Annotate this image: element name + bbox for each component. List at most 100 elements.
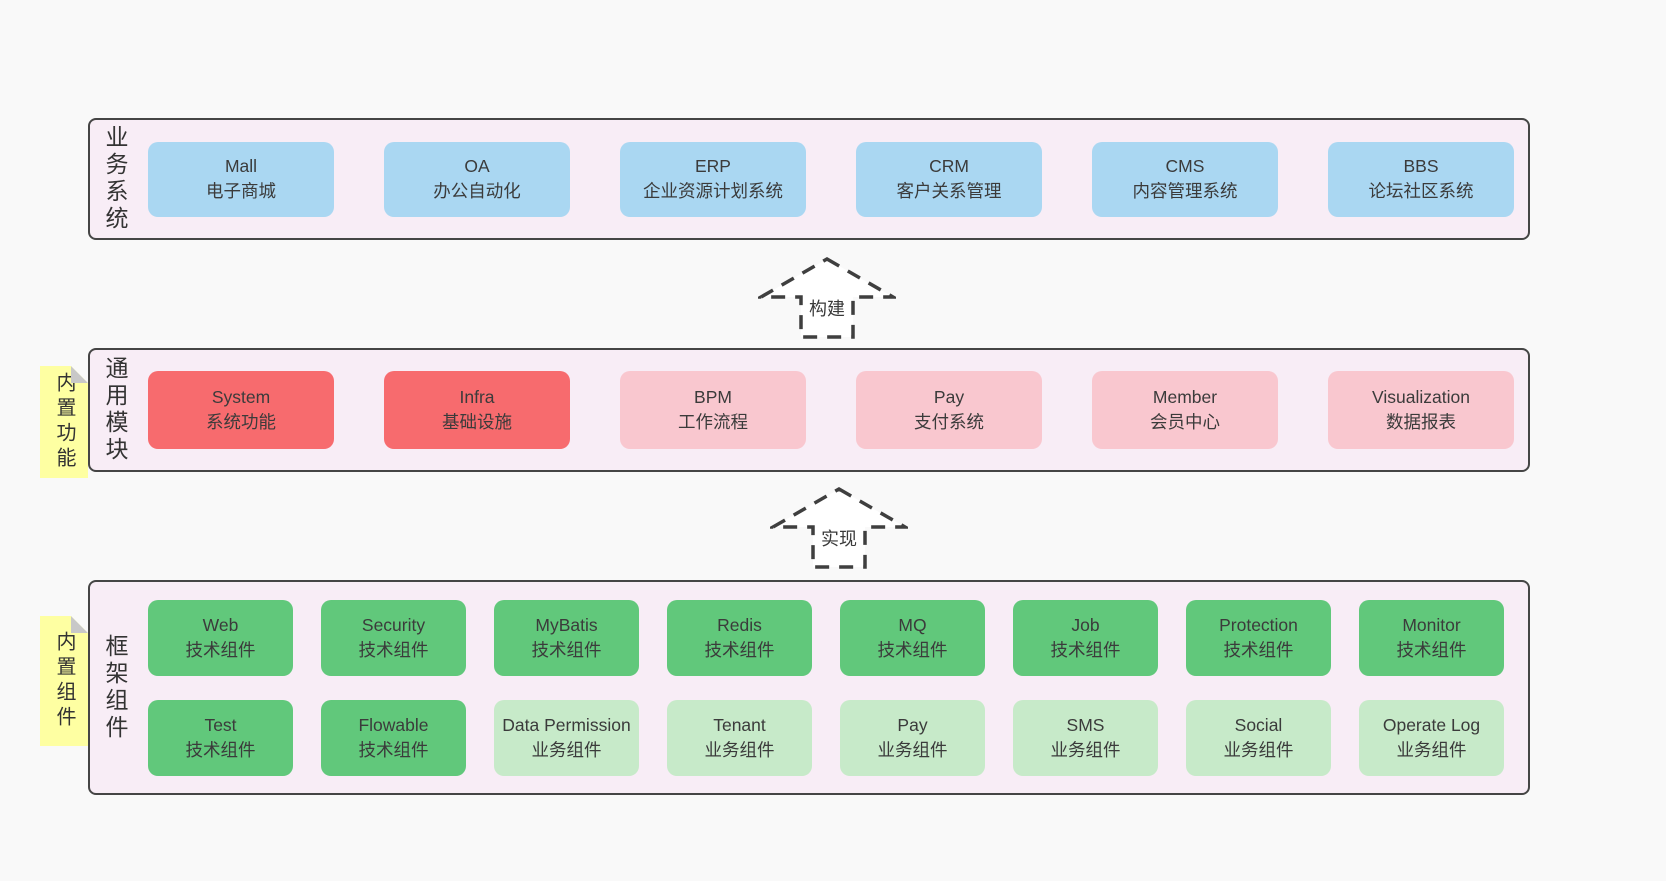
box-subtitle: 内容管理系统 (1132, 181, 1238, 201)
box-job: Job 技术组件 (1013, 599, 1158, 676)
box-title: BBS (1403, 156, 1439, 177)
business-boxes: Mall 电子商城 OA 办公自动化 ERP 企业资源计划系统 CRM 客户关系… (148, 141, 1514, 217)
up-arrow-shape (770, 486, 908, 569)
box-subtitle: 技术组件 (358, 739, 429, 760)
box-bpm: BPM 工作流程 (620, 371, 806, 449)
box-protection: Protection 技术组件 (1186, 599, 1331, 676)
box-title: Job (1071, 614, 1100, 635)
note-fold-corner (71, 616, 88, 633)
box-title: Tenant (713, 714, 766, 735)
framework-boxes: Web 技术组件 Security 技术组件 MyBatis 技术组件 Redi… (148, 599, 1504, 776)
box-subtitle: 业务组件 (1396, 739, 1467, 760)
box-operate-log: Operate Log 业务组件 (1359, 699, 1504, 776)
box-title: Member (1152, 387, 1218, 408)
box-title: Infra (459, 387, 495, 408)
box-subtitle: 支付系统 (914, 412, 984, 432)
box-subtitle: 业务组件 (531, 739, 602, 760)
box-subtitle: 会员中心 (1150, 412, 1220, 432)
arrow-label: 实现 (821, 529, 857, 549)
box-subtitle: 业务组件 (1223, 739, 1294, 760)
layer-label: 业务系统 (102, 125, 128, 233)
box-oa: OA 办公自动化 (384, 141, 570, 217)
box-redis: Redis 技术组件 (667, 599, 812, 676)
dashed-up-arrow-implement: 实现 (770, 486, 908, 569)
box-title: CMS (1165, 156, 1205, 177)
box-mybatis: MyBatis 技术组件 (494, 599, 639, 676)
box-subtitle: 基础设施 (442, 412, 512, 432)
box-system: System 系统功能 (148, 371, 334, 449)
arrow-label: 构建 (809, 299, 845, 319)
box-title: Flowable (358, 714, 429, 735)
box-social: Social 业务组件 (1186, 699, 1331, 776)
box-title: Pay (897, 714, 928, 735)
box-subtitle: 电子商城 (206, 181, 276, 201)
box-title: Test (204, 714, 237, 735)
box-visualization: Visualization 数据报表 (1328, 371, 1514, 449)
box-crm: CRM 客户关系管理 (856, 141, 1042, 217)
box-pay-system: Pay 支付系统 (856, 371, 1042, 449)
sticky-note-label: 内置功能 (53, 372, 75, 472)
box-title: Security (361, 614, 426, 635)
box-subtitle: 业务组件 (877, 739, 948, 760)
box-sms: SMS 业务组件 (1013, 699, 1158, 776)
box-subtitle: 客户关系管理 (896, 181, 1002, 201)
box-title: System (211, 387, 271, 408)
box-subtitle: 技术组件 (185, 639, 256, 660)
box-subtitle: 数据报表 (1386, 412, 1456, 432)
box-flowable: Flowable 技术组件 (321, 699, 466, 776)
box-title: CRM (929, 156, 969, 177)
layer-business-systems: 业务系统 Mall 电子商城 OA 办公自动化 ERP 企业资源计划系统 CRM… (88, 118, 1530, 240)
box-title: Web (202, 614, 239, 635)
box-subtitle: 技术组件 (1396, 639, 1467, 660)
sticky-note-built-in-functions: 内置功能 (40, 366, 88, 478)
box-subtitle: 工作流程 (678, 412, 748, 432)
box-title: OA (464, 156, 490, 177)
box-tenant: Tenant 业务组件 (667, 699, 812, 776)
layer-framework-components: 框架组件 Web 技术组件 Security 技术组件 MyBatis 技术组件… (88, 580, 1530, 795)
layer-label: 通用模块 (102, 356, 128, 464)
box-title: BPM (694, 387, 732, 408)
box-subtitle: 业务组件 (1050, 739, 1121, 760)
box-test: Test 技术组件 (148, 699, 293, 776)
box-subtitle: 技术组件 (1050, 639, 1121, 660)
box-title: Monitor (1402, 614, 1461, 635)
box-cms: CMS 内容管理系统 (1092, 141, 1278, 217)
box-subtitle: 技术组件 (877, 639, 948, 660)
box-title: MQ (898, 614, 927, 635)
box-member: Member 会员中心 (1092, 371, 1278, 449)
box-subtitle: 技术组件 (531, 639, 602, 660)
box-title: Visualization (1372, 387, 1470, 408)
box-title: Social (1234, 714, 1283, 735)
layer-label: 框架组件 (102, 633, 128, 742)
box-subtitle: 技术组件 (1223, 639, 1294, 660)
box-title: Mall (224, 156, 258, 177)
note-fold-corner (71, 366, 88, 383)
box-web: Web 技术组件 (148, 599, 293, 676)
box-title: Redis (717, 614, 762, 635)
box-subtitle: 办公自动化 (433, 181, 521, 201)
box-subtitle: 技术组件 (704, 639, 775, 660)
box-subtitle: 企业资源计划系统 (643, 181, 783, 201)
box-security: Security 技术组件 (321, 599, 466, 676)
layer-common-modules: 通用模块 System 系统功能 Infra 基础设施 BPM 工作流程 Pay… (88, 348, 1530, 472)
box-title: Pay (933, 387, 965, 408)
box-pay-component: Pay 业务组件 (840, 699, 985, 776)
box-title: Data Permission (502, 714, 631, 735)
box-infra: Infra 基础设施 (384, 371, 570, 449)
box-mq: MQ 技术组件 (840, 599, 985, 676)
box-monitor: Monitor 技术组件 (1359, 599, 1504, 676)
box-subtitle: 论坛社区系统 (1368, 181, 1474, 201)
box-title: Operate Log (1382, 714, 1481, 735)
box-subtitle: 业务组件 (704, 739, 775, 760)
box-data-permission: Data Permission 业务组件 (494, 699, 639, 776)
box-bbs: BBS 论坛社区系统 (1328, 141, 1514, 217)
box-title: MyBatis (535, 614, 598, 635)
box-subtitle: 技术组件 (185, 739, 256, 760)
sticky-note-built-in-components: 内置组件 (40, 616, 88, 746)
box-title: Protection (1219, 614, 1298, 635)
box-subtitle: 系统功能 (206, 412, 276, 432)
box-title: SMS (1066, 714, 1105, 735)
box-erp: ERP 企业资源计划系统 (620, 141, 806, 217)
box-mall: Mall 电子商城 (148, 141, 334, 217)
